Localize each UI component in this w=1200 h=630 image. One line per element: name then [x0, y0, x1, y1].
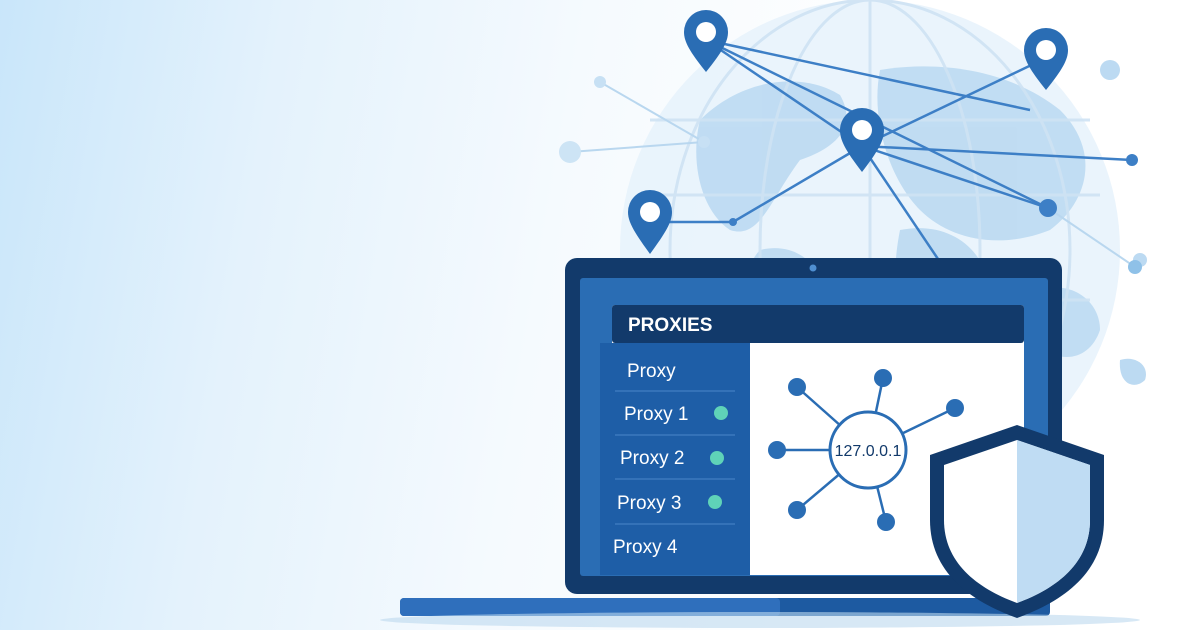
panel-title: PROXIES	[628, 315, 712, 336]
network-node-icon	[559, 76, 1142, 274]
svg-text:Proxy 1: Proxy 1	[624, 404, 688, 425]
svg-text:Proxy 3: Proxy 3	[617, 493, 681, 514]
proxy-list-item[interactable]: Proxy 4	[613, 537, 678, 558]
proxy-app-window: PROXIES Proxy Proxy 1 Proxy 2 Proxy 3	[600, 305, 1024, 575]
app-header	[612, 305, 1024, 343]
svg-text:Proxy 2: Proxy 2	[620, 448, 684, 469]
proxy-sidebar	[600, 343, 750, 575]
proxy-list-item[interactable]: Proxy 1	[624, 404, 728, 425]
hub-circle	[828, 410, 908, 490]
svg-text:Proxy 4: Proxy 4	[613, 537, 678, 558]
network-diagram: 127.0.0.1	[768, 369, 964, 531]
proxy-list-item[interactable]: Proxy	[627, 361, 676, 382]
status-dot	[710, 451, 724, 465]
location-pin-icon	[628, 190, 672, 254]
svg-text:Proxy: Proxy	[627, 361, 676, 382]
network-node-icon	[768, 369, 964, 531]
proxy-list-item[interactable]: Proxy 3	[617, 493, 722, 514]
location-pin-icon	[684, 10, 728, 72]
status-dot	[714, 406, 728, 420]
proxy-list-item[interactable]: Proxy 2	[620, 448, 724, 469]
status-dot	[708, 495, 722, 509]
hub-ip-label: 127.0.0.1	[835, 443, 902, 460]
location-pin-icon	[840, 108, 884, 172]
webcam-icon	[809, 264, 817, 272]
proxy-list: Proxy Proxy 1 Proxy 2 Proxy 3 Proxy 4	[613, 361, 735, 558]
location-pin-icon	[1024, 28, 1068, 90]
shield-icon	[930, 425, 1104, 618]
faint-lines	[569, 81, 1136, 268]
